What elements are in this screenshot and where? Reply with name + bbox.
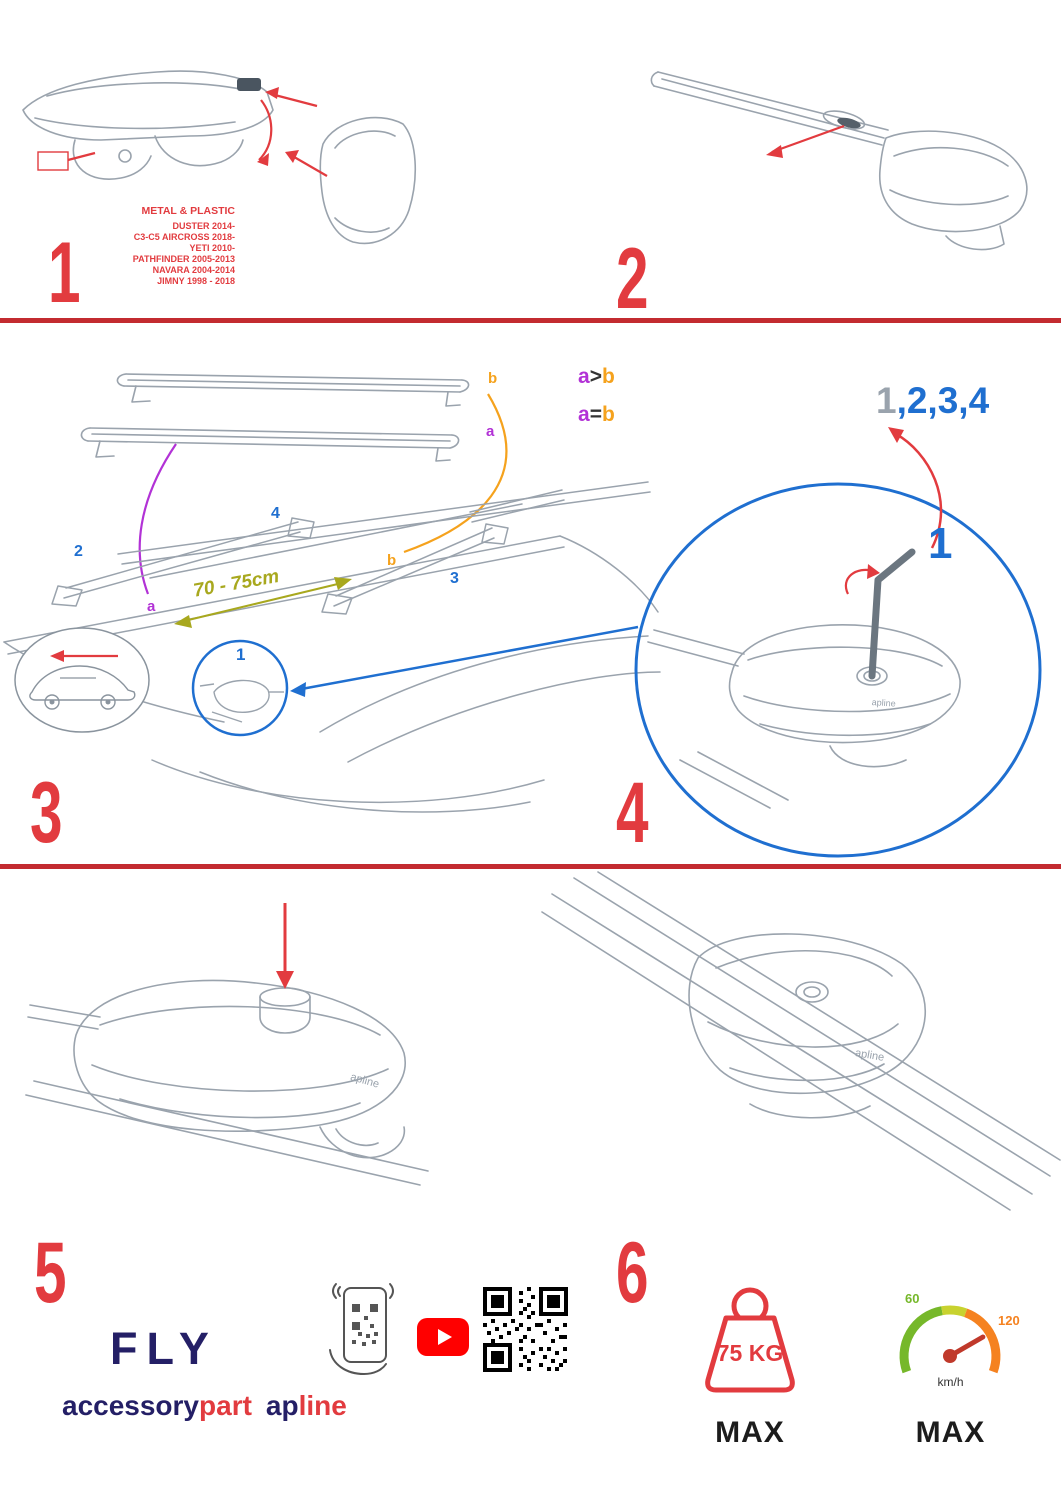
brand-accessory: accessory	[62, 1390, 200, 1421]
bar-label-a: a	[486, 423, 495, 440]
car-side-view	[29, 665, 136, 701]
weight-max-label: MAX	[715, 1416, 785, 1449]
relation-a-gt-b: a>b	[578, 366, 615, 387]
speed-unit-label: km/h	[937, 1375, 964, 1389]
phone-qr-pattern	[352, 1304, 378, 1346]
relation-term-b: b	[601, 403, 615, 426]
play-triangle	[438, 1329, 452, 1345]
relation-a-eq-b: a=b	[578, 404, 615, 425]
speed-arc-green	[899, 1306, 943, 1374]
speed-arc-yellow	[941, 1305, 968, 1318]
foot-body	[878, 130, 1028, 233]
roof-label-2: 2	[74, 543, 83, 560]
roof-label-b: b	[387, 552, 397, 569]
step2-bar-end-diagram	[650, 71, 1028, 251]
detail-callout-box	[37, 151, 69, 171]
speedometer-icon	[899, 1305, 1001, 1374]
roof-label-a: a	[147, 598, 156, 615]
foot-brand-label: apline	[871, 697, 897, 709]
relation-term-a: a	[578, 365, 590, 388]
phone-scan-icon	[329, 1283, 394, 1375]
step6-mounted-diagram	[541, 871, 1061, 1211]
zoom-circle	[634, 482, 1042, 858]
model-item: YETI 2010-	[189, 243, 235, 253]
sequence-callout-1: 1	[928, 519, 953, 568]
crossbars-line-art	[80, 373, 470, 462]
model-item: C3-C5 AIRCROSS 2018-	[133, 232, 235, 242]
foot-callout-number: 1	[236, 645, 246, 664]
relation-operator: >	[589, 365, 602, 388]
brand-line: line	[298, 1390, 347, 1421]
section-divider-top	[0, 318, 1061, 323]
relation-operator: =	[589, 403, 602, 426]
step2-arrow	[766, 124, 845, 158]
step1-clamp-diagram	[22, 70, 417, 245]
compatible-models-list: DUSTER 2014- C3-C5 AIRCROSS 2018- YETI 2…	[85, 221, 235, 287]
step-number-3: 3	[30, 765, 63, 861]
relation-term-a: a	[578, 403, 590, 426]
step-number-2: 2	[616, 231, 649, 327]
brand-ap: ap	[265, 1390, 299, 1421]
model-item: PATHFINDER 2005-2013	[132, 254, 235, 264]
speed-120-label: 120	[998, 1313, 1020, 1328]
speed-arc-orange	[963, 1308, 1001, 1374]
step-number-5: 5	[34, 1225, 67, 1321]
connector-b-curve	[403, 393, 508, 554]
cover-piece	[319, 116, 417, 245]
speed-max-label: MAX	[915, 1416, 986, 1449]
step4-zoom-diagram	[634, 427, 1042, 858]
step3-roof-diagram	[3, 373, 661, 813]
roof-label-3: 3	[450, 570, 459, 587]
foot-zoom-line-art	[647, 624, 961, 809]
brand-badge	[237, 78, 261, 91]
allen-key	[868, 548, 916, 680]
weight-body	[705, 1315, 795, 1393]
section-divider-bottom	[0, 864, 1061, 869]
step1-arrows	[37, 92, 328, 177]
brand-part: part	[199, 1390, 252, 1421]
weight-limit-icon	[705, 1287, 795, 1393]
bar-label-b: b	[488, 370, 498, 387]
step-number-4: 4	[616, 765, 649, 861]
press-arrow	[276, 903, 294, 989]
connector-a-curve	[138, 443, 177, 595]
speed-60-label: 60	[905, 1291, 920, 1306]
material-label: METAL & PLASTIC	[141, 205, 235, 217]
bar-line-art	[650, 71, 1028, 251]
step1-arrowheads	[257, 87, 299, 166]
mounted-foot-line-art	[541, 871, 1061, 1211]
step-number-6: 6	[616, 1225, 649, 1321]
foot-knob-line-art	[25, 979, 429, 1186]
step-number-1: 1	[48, 225, 81, 321]
roof-label-4: 4	[271, 505, 280, 522]
youtube-icon	[417, 1318, 469, 1356]
zoom-pointer-arrow	[290, 625, 639, 697]
foot-callout-circle	[191, 639, 289, 737]
model-item: DUSTER 2014-	[172, 221, 235, 231]
qr-code	[483, 1287, 568, 1372]
product-name: FLY	[110, 1323, 218, 1374]
tightening-sequence: 1,2,3,4	[876, 382, 989, 419]
sequence-arrow	[888, 427, 943, 549]
needle-hub	[943, 1349, 957, 1363]
measurement-arrow	[174, 577, 352, 628]
relation-term-b: b	[601, 365, 615, 388]
rotate-arrow	[844, 564, 880, 595]
model-item: JIMNY 1998 - 2018	[157, 276, 235, 286]
step5-knob-diagram	[25, 903, 429, 1186]
model-item: NAVARA 2004-2014	[152, 265, 235, 275]
sequence-steps-rest: ,2,3,4	[896, 380, 990, 421]
car-roof-line-art	[3, 481, 661, 813]
weight-limit-value: 75 KG	[716, 1340, 784, 1366]
car-inset	[14, 627, 150, 733]
sequence-step-1: 1	[876, 380, 897, 421]
